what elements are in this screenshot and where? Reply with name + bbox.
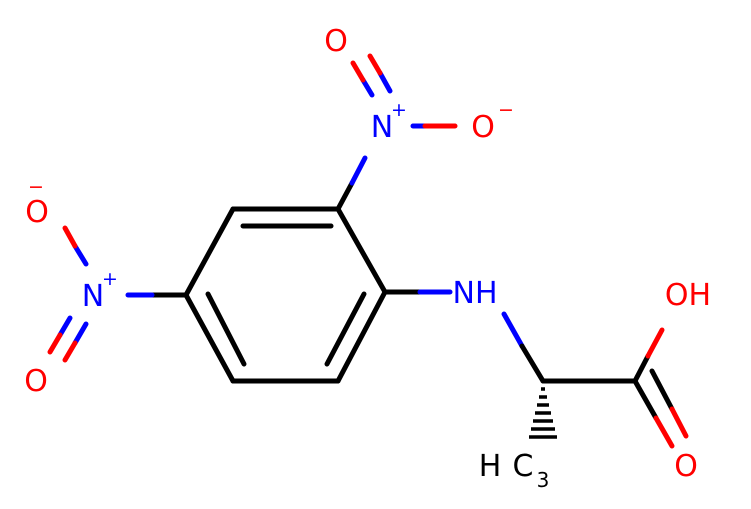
- nitro-top-o-minus-label: O: [471, 110, 495, 145]
- methyl-subscript: 3: [537, 468, 550, 492]
- nitro-left-no-down-blue2: [57, 315, 73, 338]
- nitro-left-n-label: N: [82, 279, 104, 314]
- carboxyl-to-oh-bond: [632, 353, 651, 384]
- methyl-h-label: H: [479, 449, 502, 484]
- nitro-top-no-up-blue2: [377, 70, 393, 94]
- carbonyl-bond: [632, 378, 659, 421]
- ring-inner-double-bond: [324, 291, 367, 367]
- nitro-left-no-down-red2: [47, 332, 63, 355]
- nh-label: NH: [453, 276, 498, 311]
- nitro-left-no-up-red: [62, 225, 78, 249]
- nitro-left-o-up-label: O: [25, 195, 49, 230]
- nh-alpha-bond-black: [519, 343, 546, 384]
- nitro-top-o-up-label: O: [324, 24, 348, 59]
- nitro-left-no-down-red: [62, 340, 78, 363]
- nitro-left-o-up-charge: −: [28, 176, 44, 198]
- nitro-top-no-up-blue: [360, 77, 375, 98]
- nitro-left-no-up-blue: [72, 243, 89, 267]
- oxygen-bond-halves: [47, 53, 689, 449]
- nitro-left-o-down-label: O: [24, 364, 48, 399]
- ring-bond: [335, 206, 388, 295]
- nitro-left-no-down-blue: [72, 321, 89, 346]
- alpha-bond-black: [519, 343, 546, 384]
- bonds: [149, 180, 675, 421]
- hydroxyl-label: OH: [665, 278, 711, 313]
- ring-inner-double-bond: [205, 291, 247, 367]
- methyl-c-label: C: [513, 449, 534, 484]
- hashed-wedge-bond: [529, 387, 557, 439]
- nitro-top-no-up-red: [350, 60, 366, 83]
- ring-bond: [183, 206, 236, 298]
- nh-alpha-bond-half: [501, 311, 525, 349]
- ring-to-nitro-top-bond: [335, 180, 355, 212]
- carboxyl-oh-red: [645, 327, 665, 359]
- ring-bond: [183, 292, 236, 384]
- carbonyl-bond-second: [649, 368, 675, 412]
- ring-bond: [335, 289, 388, 384]
- nitro-left-n-charge: +: [102, 268, 118, 290]
- nitro-top-n-charge: +: [391, 99, 407, 121]
- carbonyl-red2: [669, 406, 689, 439]
- nitro-top-n-bond-half: [349, 155, 368, 186]
- carbonyl-red: [653, 415, 675, 449]
- nitro-top-no-up-red2: [367, 53, 383, 76]
- nitro-top-n-label: N: [371, 110, 393, 145]
- carbonyl-oxygen-label: O: [674, 449, 698, 484]
- nitro-top-o-minus-charge: −: [498, 99, 514, 121]
